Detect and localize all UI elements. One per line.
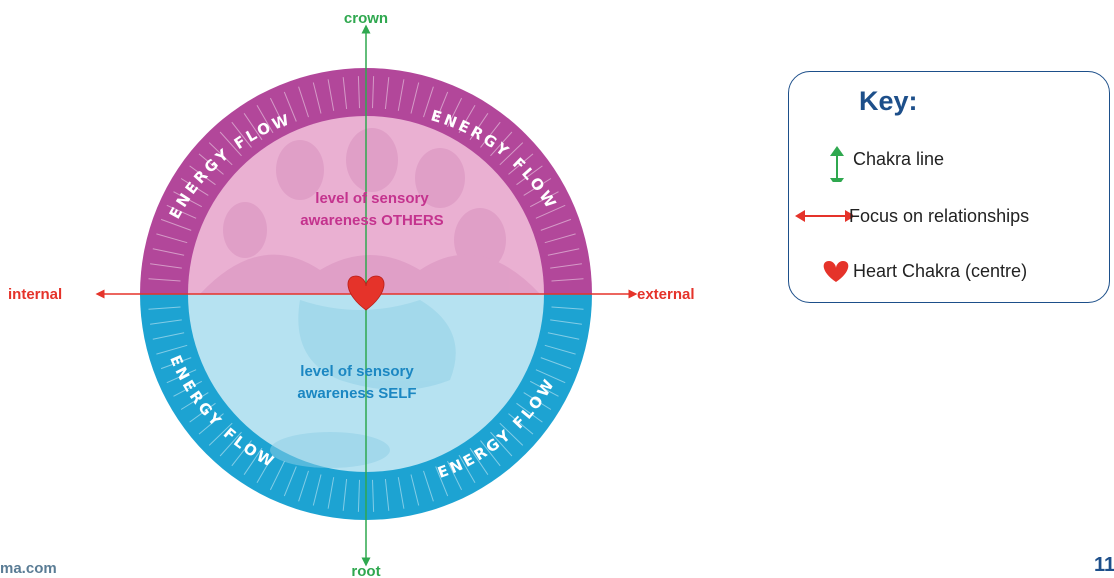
axis-label-internal: internal — [8, 286, 62, 303]
ring-arrow-texture — [148, 76, 584, 512]
key-title: Key: — [859, 86, 918, 116]
red-horizontal-double-arrow-icon — [795, 210, 853, 222]
heart-icon — [823, 261, 849, 282]
self-awareness-line2: awareness SELF — [297, 385, 416, 402]
key-label-heart-chakra: Heart Chakra (centre) — [853, 260, 1028, 281]
green-vertical-double-arrow-icon — [830, 146, 844, 182]
key-item-chakra-line: Chakra line — [789, 144, 1109, 182]
self-awareness-line1: level of sensory — [300, 363, 414, 380]
key-label-relationships: Focus on relationships — [849, 205, 1030, 226]
others-awareness-line2: awareness OTHERS — [300, 212, 443, 229]
key-label-chakra-line: Chakra line — [853, 148, 945, 169]
lower-photo-hands — [270, 300, 456, 468]
key-panel: Key: Chakra line Focus on relationships … — [788, 71, 1110, 303]
key-item-heart-chakra: Heart Chakra (centre) — [789, 256, 1109, 286]
key-item-relationships: Focus on relationships — [789, 201, 1109, 231]
heart-chakra-icon — [347, 275, 385, 311]
footer-website: ma.com — [0, 560, 57, 577]
others-awareness-line1: level of sensory — [315, 190, 429, 207]
axis-label-root: root — [351, 563, 380, 578]
axis-label-external: external — [637, 286, 695, 303]
page-number: 11 — [1094, 554, 1114, 576]
axis-label-crown: crown — [344, 10, 388, 27]
